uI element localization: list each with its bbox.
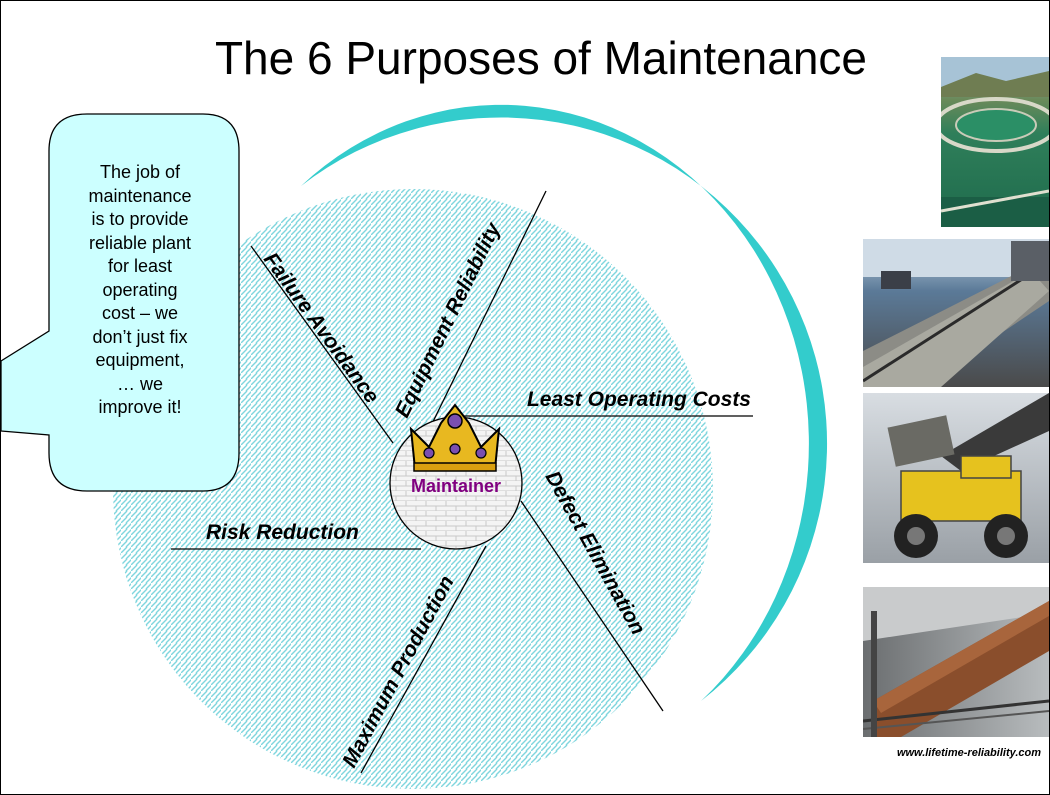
- callout-line: for least: [107, 256, 173, 276]
- spoke-lines: [171, 190, 753, 774]
- settling-tank-photo: [941, 57, 1049, 227]
- callout-bubble: [1, 113, 240, 492]
- rotary-kiln-photo: [863, 587, 1049, 737]
- callout-line: operating: [102, 279, 178, 300]
- callout-line: maintenance: [88, 185, 192, 206]
- callout-line: is to provide: [91, 209, 189, 229]
- crown-icon: [409, 403, 501, 472]
- callout-line: The job of: [99, 162, 181, 182]
- callout-line: equipment,: [95, 350, 185, 370]
- callout-text: The job of maintenance is to provide rel…: [51, 161, 229, 420]
- conveyor-belt-photo: [863, 239, 1049, 387]
- label-risk-reduction: Risk Reduction: [206, 521, 359, 544]
- mining-truck-photo: [863, 393, 1049, 563]
- center-label: Maintainer: [411, 476, 501, 496]
- label-least-operating-costs: Least Operating Costs: [527, 388, 751, 411]
- callout-line: improve it!: [98, 397, 182, 417]
- callout-line: reliable plant: [88, 232, 192, 253]
- callout-line: … we: [116, 373, 163, 394]
- callout-line: cost – we: [101, 303, 179, 323]
- slide-title: The 6 Purposes of Maintenance: [214, 32, 868, 84]
- callout-line: don’t just fix: [92, 326, 188, 347]
- website-credit: www.lifetime-reliability.com: [896, 747, 1041, 759]
